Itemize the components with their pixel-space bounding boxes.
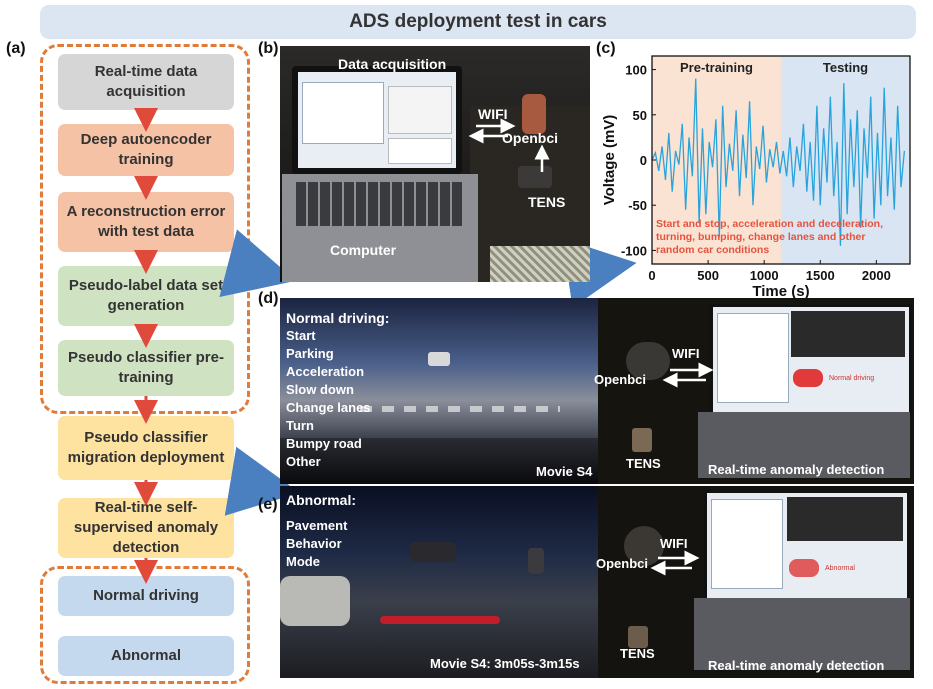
- flow-box-pseudo-label: Pseudo-label data set generation: [58, 266, 234, 326]
- normal-item: Bumpy road: [286, 436, 362, 451]
- abnormal-item: Pavement: [286, 518, 348, 533]
- flow-box-migration: Pseudo classifier migration deployment: [58, 416, 234, 480]
- panel-b-label: (b): [258, 40, 279, 57]
- page-title: ADS deployment test in cars: [349, 11, 607, 32]
- panel-a-label: (a): [6, 40, 26, 57]
- flow-box-pre-training: Pseudo classifier pre-training: [58, 340, 234, 396]
- car-icon-abnormal: [789, 559, 819, 577]
- abnormal-item: Behavior: [286, 536, 342, 551]
- wifi-label: WIFI: [478, 106, 508, 122]
- link-arrow-to-de: [224, 446, 300, 516]
- title-banner: ADS deployment test in cars: [40, 5, 916, 39]
- x-tick-label: 1500: [806, 268, 835, 283]
- chart-annotation: Start and stop, acceleration and deceler…: [656, 218, 883, 256]
- y-tick-label: 100: [625, 63, 647, 78]
- link-arrow-to-b: [219, 229, 296, 298]
- movie-label-d: Movie S4: [536, 464, 593, 479]
- openbci-label-d: Openbci: [594, 372, 647, 387]
- wifi-arrows-e: [650, 550, 700, 576]
- acquisition-software: [298, 72, 456, 168]
- screen-status-normal: Normal driving: [829, 375, 875, 382]
- computer-label: Computer: [330, 242, 397, 258]
- screen-status-abnormal: Abnormal: [825, 565, 855, 572]
- tens-label-d: TENS: [626, 456, 661, 471]
- normal-item: Acceleration: [286, 364, 365, 379]
- detection-label-d: Real-time anomaly detection: [708, 462, 885, 477]
- data-acquisition-label: Data acquisition: [338, 56, 447, 72]
- laptop-keyboard: [282, 174, 478, 282]
- tens-label: TENS: [528, 194, 566, 210]
- tens-device: [518, 166, 552, 188]
- normal-item: Start: [286, 328, 316, 343]
- tens-device-e: [628, 626, 648, 648]
- voltage-chart: 0 500 1000 1500 2000 -100 -50 0 50 100 Pre-traini…: [601, 55, 911, 298]
- normal-item: Change lanes: [286, 400, 371, 415]
- flow-box-autoencoder: Deep autoencoder training: [58, 124, 234, 176]
- detection-screen: Normal driving: [710, 304, 912, 416]
- x-axis-label: Time (s): [752, 283, 809, 298]
- setup-photo: Data acquisition WIFI Openbci TENS Compu…: [280, 46, 590, 282]
- movie-label-e: Movie S4: 3m05s-3m15s: [430, 656, 580, 671]
- scooter-rider: [528, 548, 544, 574]
- wifi-arrows-d: [662, 362, 714, 388]
- region-label-testing: Testing: [823, 60, 868, 75]
- signal-line-0: [651, 78, 906, 246]
- tens-device-d: [632, 428, 652, 452]
- panel-c-label: (c): [596, 40, 616, 57]
- car-icon-normal: [793, 369, 823, 387]
- openbci-label-e: Openbci: [596, 556, 649, 571]
- normal-driving-photo: Normal driving Normal driving: Start Par…: [280, 298, 914, 484]
- flow-box-reconstruction: A reconstruction error with test data: [58, 192, 234, 252]
- y-axis-label: Voltage (mV): [601, 115, 618, 206]
- y-tick-label: 50: [633, 108, 647, 123]
- normal-driving-header: Normal driving:: [286, 310, 390, 326]
- abnormal-item: Mode: [286, 554, 320, 569]
- x-tick-label: 2000: [862, 268, 891, 283]
- panel-d-label: (d): [258, 290, 279, 307]
- y-tick-label: -100: [621, 243, 647, 258]
- flow-box-data-acquisition: Real-time data acquisition: [58, 54, 234, 110]
- x-tick-label: 500: [697, 268, 719, 283]
- detection-label-e: Real-time anomaly detection: [708, 658, 885, 673]
- normal-item: Slow down: [286, 382, 354, 397]
- dark-car: [410, 542, 456, 562]
- flow-box-anomaly-detection: Real-time self-supervised anomaly detect…: [58, 498, 234, 558]
- abnormal-header: Abnormal:: [286, 492, 356, 508]
- car-ahead: [428, 352, 450, 366]
- wifi-label-d: WIFI: [672, 346, 700, 361]
- abnormal-driving-photo: Abnormal Abnormal: Pavement Behavior Mod…: [280, 486, 914, 678]
- y-tick-label: -50: [628, 198, 647, 213]
- white-car: [280, 576, 350, 626]
- openbci-board: [522, 94, 546, 134]
- tens-label-e: TENS: [620, 646, 655, 661]
- y-tick-label: 0: [640, 153, 647, 168]
- x-tick-label: 0: [648, 268, 655, 283]
- region-label-pretraining: Pre-training: [680, 60, 753, 75]
- flow-box-abnormal: Abnormal: [58, 636, 234, 676]
- panel-e-label: (e): [258, 496, 278, 513]
- wifi-arrows: [468, 118, 550, 172]
- normal-item: Parking: [286, 346, 334, 361]
- wifi-label-e: WIFI: [660, 536, 688, 551]
- normal-item: Other: [286, 454, 321, 469]
- normal-item: Turn: [286, 418, 314, 433]
- x-tick-label: 1000: [750, 268, 779, 283]
- openbci-label: Openbci: [502, 130, 559, 146]
